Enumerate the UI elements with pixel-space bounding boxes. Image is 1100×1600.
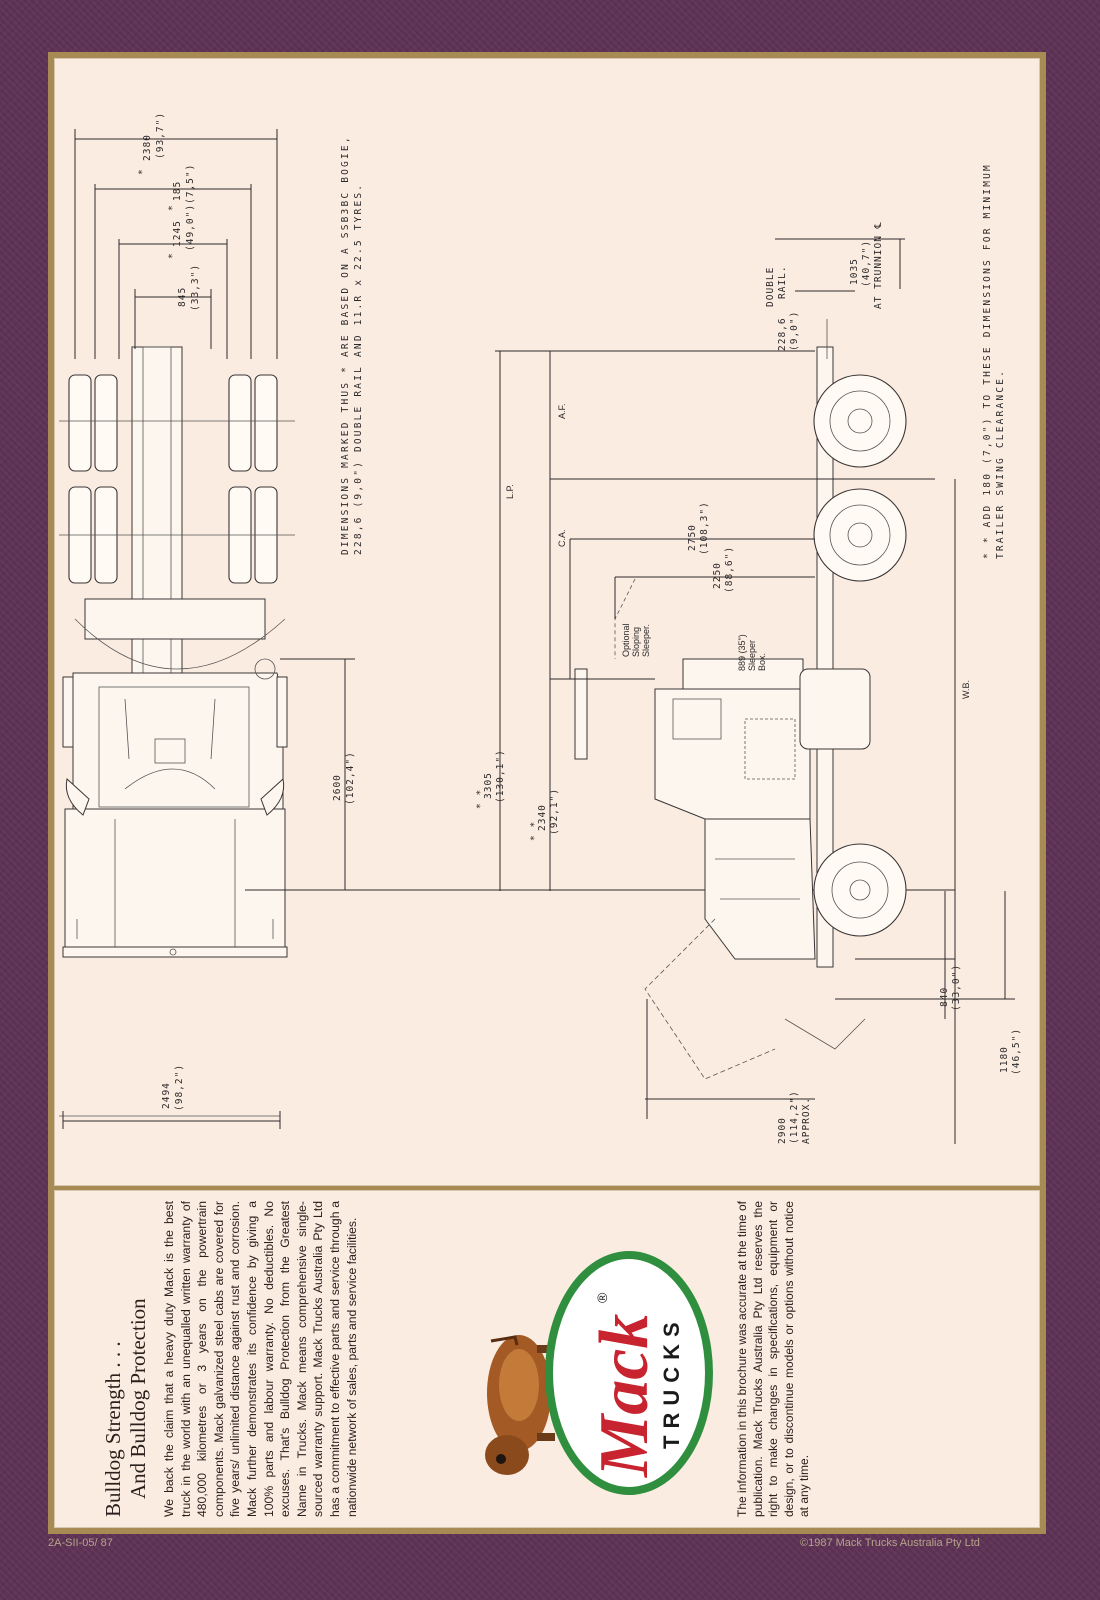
dim-2494: 2494	[161, 1082, 172, 1109]
mack-trucks-logo: Mack ® TRUCKS	[481, 1245, 717, 1501]
svg-text:*: *	[167, 252, 178, 259]
svg-text:(92,1"): (92,1")	[549, 788, 560, 835]
brochure-sheet: 2380 (93,7") * 185 (7,5") * 1245 (49,0")…	[48, 52, 1046, 1534]
logo-sub: TRUCKS	[659, 1315, 684, 1449]
front-bumper-top	[62, 946, 288, 958]
fuel-tank	[799, 668, 871, 750]
dim-2340: 2340	[537, 804, 548, 831]
side-view-dimensions	[495, 238, 1015, 1144]
truck-top-view: 2380 (93,7") * 185 (7,5") * 1245 (49,0")…	[59, 112, 955, 1129]
fifth-wheel	[84, 598, 266, 640]
svg-text:(108,3"): (108,3")	[699, 501, 710, 555]
warranty-text-panel: Bulldog Strength . . . And Bulldog Prote…	[54, 1190, 1040, 1528]
svg-text:(7,5"): (7,5")	[185, 164, 196, 204]
warranty-paragraph: We back the claim that a heavy duty Mack…	[162, 1201, 359, 1517]
dim-ca: C.A.	[557, 529, 567, 547]
exhaust-stack	[574, 668, 588, 760]
svg-text:Box.: Box.	[757, 653, 767, 671]
rear-wheels-side	[813, 374, 907, 582]
dim-1035: 1035	[849, 258, 860, 285]
sleeper-box	[682, 658, 804, 690]
svg-text:(114,2"): (114,2")	[789, 1090, 800, 1144]
dim-1180: 1180	[999, 1046, 1010, 1073]
svg-text:* *: * *	[529, 821, 540, 841]
svg-text:(49,0"): (49,0")	[185, 204, 196, 251]
note-doublestar-line1: * * ADD 180 (7,0") TO THESE DIMENSIONS F…	[982, 163, 993, 559]
dim-185: 185	[172, 181, 183, 201]
dim-228: 228,6	[777, 317, 788, 351]
svg-text:APPROX.: APPROX.	[801, 1097, 812, 1144]
svg-text:DOUBLE: DOUBLE	[765, 267, 776, 307]
svg-text:Sleeper.: Sleeper.	[641, 624, 651, 657]
svg-text:889 (35"): 889 (35")	[737, 634, 747, 671]
cab-side	[654, 688, 811, 820]
note-doublestar-line2: TRAILER SWING CLEARANCE.	[995, 369, 1006, 559]
heading-line-1: Bulldog Strength . . .	[101, 1341, 125, 1517]
dim-845: 845	[177, 287, 188, 307]
svg-text:*: *	[137, 168, 148, 175]
disclaimer-text: The information in this brochure was acc…	[735, 1201, 813, 1517]
note-star-line2: 228,6 (9,0") DOUBLE RAIL AND 11.R x 22.5…	[353, 183, 364, 555]
copyright-notice: ©1987 Mack Trucks Australia Pty Ltd	[800, 1537, 980, 1549]
svg-text:(93,7"): (93,7")	[155, 112, 166, 159]
svg-text:AT TRUNNION ℄: AT TRUNNION ℄	[873, 221, 884, 309]
dim-wb: W.B.	[961, 680, 971, 699]
svg-text:(33,3"): (33,3")	[190, 264, 201, 311]
heading-line-2: And Bulldog Protection	[126, 1298, 150, 1499]
note-star-line1: DIMENSIONS MARKED THUS * ARE BASED ON A …	[340, 135, 351, 555]
truck-dimension-drawing: 2380 (93,7") * 185 (7,5") * 1245 (49,0")…	[59, 112, 1022, 1144]
brochure-heading: Bulldog Strength . . . And Bulldog Prote…	[101, 1201, 151, 1517]
dim-2600: 2600	[332, 774, 343, 801]
svg-text:Sleeper: Sleeper	[747, 640, 757, 671]
svg-text:*: *	[167, 204, 178, 211]
dim-2900: 2900	[777, 1117, 788, 1144]
hood-top	[64, 808, 286, 950]
dimension-drawing-panel: 2380 (93,7") * 185 (7,5") * 1245 (49,0")…	[54, 58, 1040, 1186]
svg-text:Optional: Optional	[621, 623, 631, 657]
svg-text:(102,4"): (102,4")	[345, 751, 356, 805]
logo-word: Mack	[586, 1314, 663, 1478]
svg-text:(9,0"): (9,0")	[789, 311, 800, 351]
dim-af: A.F.	[557, 403, 567, 419]
bulldog-mascot-icon	[485, 1335, 555, 1475]
svg-text:RAIL.: RAIL.	[777, 265, 788, 299]
disclaimer-paragraph: The information in this brochure was acc…	[735, 1201, 812, 1517]
dim-1245: 1245	[172, 220, 183, 247]
svg-text:(40,7"): (40,7")	[861, 240, 872, 287]
dim-840: 840	[939, 987, 950, 1007]
top-view-dimensions	[62, 129, 355, 1129]
svg-text:(98,2"): (98,2")	[174, 1064, 185, 1111]
brochure-code: 2A-SII-05/ 87	[48, 1537, 113, 1549]
svg-text:(130,1"): (130,1")	[495, 749, 506, 803]
dim-2380: 2380	[142, 134, 153, 161]
dim-lp: L.P.	[505, 484, 515, 499]
svg-text:* *: * *	[475, 789, 486, 809]
hood-side	[704, 818, 816, 960]
front-wheel-side	[813, 843, 907, 937]
svg-text:(33,0"): (33,0")	[951, 964, 962, 1011]
svg-text:Sloping: Sloping	[631, 627, 641, 657]
truck-side-view: L.P. A.F. C.A. W.B. 2750 (108,3") 2250 (…	[475, 221, 1022, 1144]
dim-2750: 2750	[687, 524, 698, 551]
dim-2250: 2250	[712, 562, 723, 589]
warranty-body-text: We back the claim that a heavy duty Mack…	[161, 1201, 360, 1517]
svg-text:(88,6"): (88,6")	[724, 546, 735, 593]
logo-registered-mark: ®	[594, 1292, 610, 1303]
svg-text:(46,5"): (46,5")	[1011, 1028, 1022, 1075]
dim-3305: 3305	[483, 772, 494, 799]
hood-tilt-outline	[644, 918, 776, 1080]
